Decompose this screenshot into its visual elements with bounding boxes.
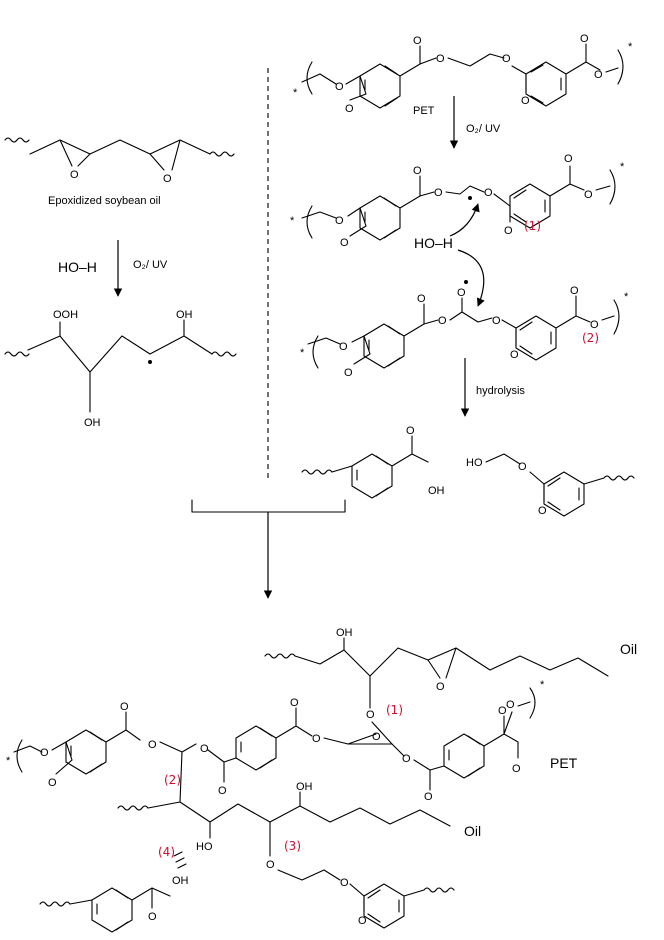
svg-text:O: O (120, 701, 129, 713)
crosslinked-oil-upper: OH O O (264, 627, 609, 745)
svg-text:O: O (417, 293, 426, 305)
svg-text:O: O (40, 747, 49, 759)
o2uv-right: O₂/ UV (466, 123, 501, 135)
svg-text:O: O (521, 95, 530, 107)
svg-text:O: O (312, 733, 321, 745)
pet-label-network: PET (550, 755, 578, 771)
svg-text:O: O (148, 911, 157, 923)
svg-text:O: O (48, 777, 57, 789)
svg-text:O: O (492, 315, 501, 327)
svg-text:O: O (358, 915, 367, 927)
pet-label: PET (413, 105, 435, 117)
hydroxyethyl-ester-product: HO O O (466, 453, 635, 517)
svg-text:O: O (344, 367, 353, 379)
curved-arrow-oh-transfer (457, 249, 485, 307)
pet-star-right: * (628, 41, 633, 53)
svg-text:O: O (266, 859, 275, 871)
hydrolysis-label: hydrolysis (476, 385, 525, 397)
svg-text:O: O (590, 319, 599, 331)
oil-label-upper: Oil (620, 641, 637, 657)
crosslinked-pet: * O O O O O O O O O O O O O O (6, 679, 545, 803)
crosslinked-oil-lower: OH HO O O (117, 781, 451, 889)
svg-text:O: O (372, 731, 381, 743)
oil-label-lower: Oil (464, 823, 481, 839)
svg-text:O: O (218, 785, 227, 797)
water-right: HO–H (414, 235, 453, 251)
site-label-2b: (2) (582, 331, 599, 345)
svg-text:O: O (339, 341, 348, 353)
svg-text:O: O (502, 53, 511, 65)
svg-text:O: O (438, 315, 447, 327)
svg-text:O: O (506, 699, 515, 711)
svg-text:*: * (290, 215, 295, 227)
ester-ho: HO (466, 457, 483, 469)
svg-text:OH: OH (296, 781, 313, 793)
svg-text:O: O (434, 187, 443, 199)
svg-text:O: O (564, 153, 573, 165)
svg-text:*: * (540, 679, 545, 691)
svg-text:O: O (413, 165, 422, 177)
svg-text:O: O (406, 425, 415, 437)
svg-text:O: O (570, 285, 579, 297)
eso-structure: O O (4, 137, 235, 185)
o2uv-left: O₂/ UV (133, 259, 168, 271)
svg-text:*: * (6, 755, 11, 767)
svg-text:O: O (366, 709, 375, 721)
svg-text:O: O (200, 743, 209, 755)
site-label-3: (3) (284, 839, 301, 853)
svg-text:O: O (518, 461, 527, 473)
ooh-group: OOH (53, 309, 78, 321)
svg-text:O: O (498, 705, 507, 717)
pet-structure: * O O O O O O O O * (293, 33, 633, 115)
svg-text:O: O (584, 189, 593, 201)
svg-text:O: O (402, 753, 411, 765)
svg-text:HO: HO (196, 841, 213, 853)
svg-text:O: O (335, 215, 344, 227)
pet-star-left: * (293, 87, 298, 99)
svg-text:O: O (510, 349, 519, 361)
hydrogen-bond (173, 851, 187, 869)
svg-text:*: * (620, 161, 625, 173)
svg-text:O: O (424, 791, 433, 803)
eso-epoxide-o2: O (163, 173, 172, 185)
curved-arrow-h-abstraction (449, 203, 480, 237)
water-left: HO–H (58, 259, 97, 275)
site-label-1b: (1) (524, 219, 541, 233)
merge-bracket (191, 499, 346, 513)
svg-text:O: O (484, 187, 493, 199)
svg-text:O: O (345, 103, 354, 115)
oxidized-oil-structure: OOH OH OH (4, 309, 237, 429)
eso-epoxide-o1: O (70, 169, 79, 181)
svg-text:O: O (290, 697, 299, 709)
svg-text:O: O (335, 81, 344, 93)
svg-text:O: O (340, 237, 349, 249)
site-label-1: (1) (386, 703, 403, 717)
svg-text:O: O (340, 877, 349, 889)
svg-text:O: O (538, 505, 547, 517)
svg-text:*: * (624, 291, 629, 303)
acid-oh: OH (428, 485, 445, 497)
svg-text:O: O (457, 287, 466, 299)
acid-product: O OH (301, 425, 445, 499)
svg-text:OH: OH (172, 875, 189, 887)
site-label-4: (4) (158, 845, 175, 859)
svg-text:O: O (148, 739, 157, 751)
svg-text:O: O (436, 681, 445, 693)
oh-group-1: OH (176, 309, 193, 321)
site-label-2: (2) (164, 773, 181, 787)
eso-label: Epoxidized soybean oil (48, 195, 161, 207)
svg-text:O: O (512, 763, 521, 775)
svg-text:O: O (580, 33, 589, 45)
svg-text:O: O (594, 69, 603, 81)
bottom-acid-chain: OH O O (39, 875, 455, 933)
svg-text:OH: OH (336, 627, 353, 639)
oh-group-2: OH (84, 417, 101, 429)
svg-text:O: O (504, 225, 513, 237)
svg-text:*: * (300, 347, 305, 359)
pet-radical-2: * O O O O O O O O O * (300, 280, 629, 379)
svg-text:O: O (436, 53, 445, 65)
svg-text:O: O (413, 35, 422, 47)
pet-radical-1: * O O O O O O O O * (290, 153, 625, 249)
